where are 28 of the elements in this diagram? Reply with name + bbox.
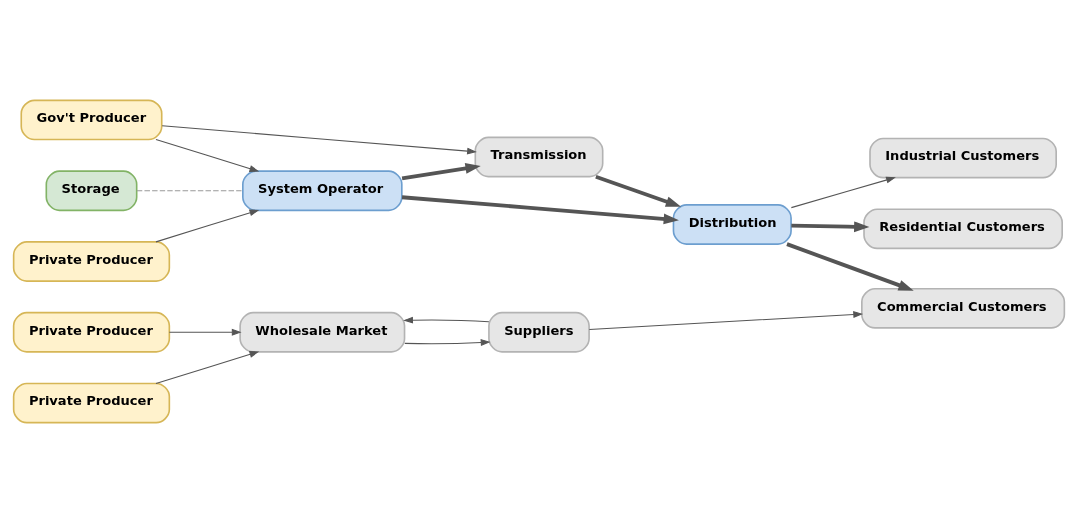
- arrow: [791, 221, 870, 233]
- arrow: [595, 174, 682, 207]
- arrow: [168, 328, 242, 336]
- arrow: [403, 316, 490, 324]
- node-box: System Operator: [242, 170, 403, 212]
- node-box: Suppliers: [488, 311, 590, 353]
- node-box: Private Producer: [12, 311, 171, 353]
- arrow: [790, 176, 896, 209]
- arrow: [401, 195, 679, 225]
- arrow: [161, 125, 477, 155]
- node-box: Transmission: [474, 136, 604, 178]
- arrow: [155, 351, 260, 384]
- node-box: Storage: [45, 170, 138, 212]
- node-box: Private Producer: [12, 241, 171, 282]
- node-box: Commercial Customers: [861, 287, 1066, 329]
- arrow: [155, 139, 260, 172]
- arrow: [786, 242, 914, 291]
- node-box: Distribution: [672, 204, 792, 245]
- node-box: Wholesale Market: [239, 311, 406, 353]
- arrow: [588, 311, 864, 330]
- connector: [136, 190, 244, 192]
- node-box: Gov't Producer: [20, 99, 163, 141]
- node-box: Industrial Customers: [869, 137, 1057, 179]
- arrow: [401, 163, 481, 181]
- node-box: Private Producer: [12, 382, 171, 424]
- arrow: [155, 209, 260, 243]
- node-box: Residential Customers: [863, 208, 1063, 250]
- arrow: [404, 339, 491, 346]
